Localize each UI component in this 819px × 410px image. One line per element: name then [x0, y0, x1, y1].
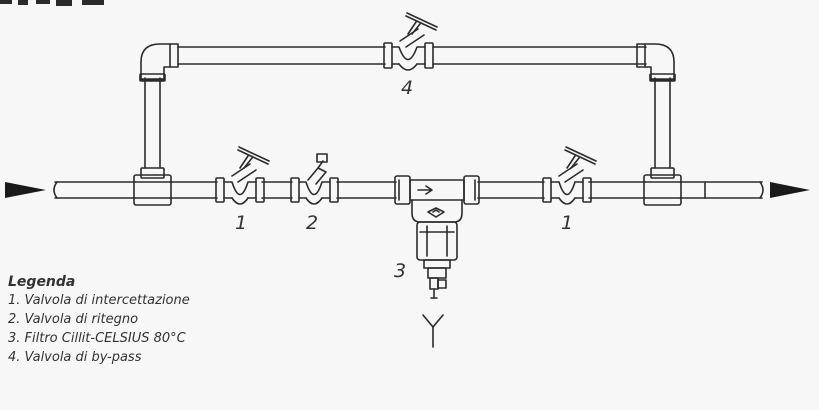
legend-item: 3. Filtro Cillit-CELSIUS 80°C	[8, 331, 186, 346]
shutoff-valve-left-icon	[215, 146, 270, 205]
top-left-elbow	[139, 43, 179, 82]
bypass-pipe	[144, 46, 671, 169]
label-valve-1-left: 1	[235, 212, 248, 234]
cropped-heading	[0, 0, 104, 6]
main-pipe	[53, 181, 764, 199]
check-valve-icon	[290, 153, 339, 205]
legend-item: 1. Valvola di intercettazione	[8, 293, 190, 308]
right-tee-fitting	[643, 167, 682, 206]
shutoff-valve-right-icon	[542, 146, 597, 205]
legend-title: Legenda	[8, 274, 76, 290]
legend-item: 4. Valvola di by-pass	[8, 350, 142, 365]
top-right-elbow	[636, 43, 676, 82]
filter-unit-icon	[394, 175, 480, 299]
legend: Legenda 1. Valvola di intercettazione 2.…	[8, 274, 190, 367]
inlet-arrow-icon	[5, 182, 46, 198]
drain-icon	[422, 314, 444, 348]
label-valve-4: 4	[401, 77, 414, 99]
label-valve-1-right: 1	[561, 212, 574, 234]
label-filter-3: 3	[394, 260, 407, 282]
label-valve-2: 2	[306, 212, 319, 234]
left-tee-fitting	[133, 167, 172, 206]
bypass-valve-icon	[383, 12, 438, 71]
legend-item: 2. Valvola di ritegno	[8, 312, 139, 327]
outlet-arrow-icon	[770, 182, 810, 198]
